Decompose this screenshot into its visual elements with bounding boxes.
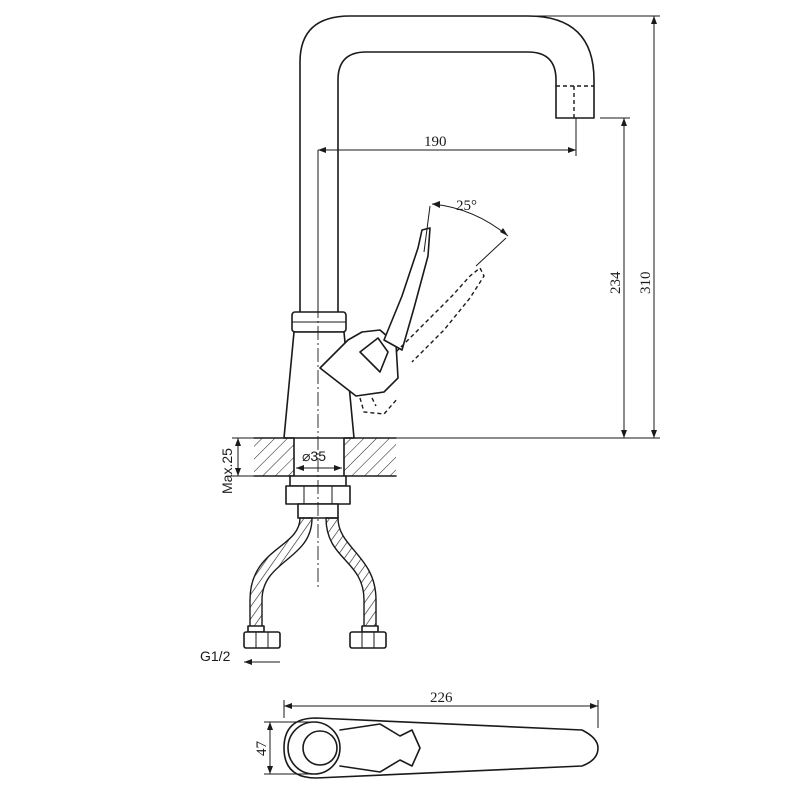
reach-label: 190	[424, 134, 447, 150]
angle-dimension: 25°	[423, 198, 509, 267]
reach-dimension: 190	[318, 118, 577, 156]
spout	[299, 15, 595, 313]
spout-height-label: 234	[608, 271, 624, 294]
max-counter-label: Max.25	[219, 448, 235, 494]
hole-diameter-label: ⌀35	[302, 448, 326, 464]
countertop-section: ⌀35 Max.25	[219, 437, 660, 494]
supply-hoses	[249, 517, 377, 631]
top-view: 226 47	[254, 690, 599, 779]
lever-handle	[319, 227, 431, 397]
angle-label: 25°	[456, 198, 477, 214]
lever-open-position	[359, 266, 485, 415]
thread-label: G1/2	[200, 648, 231, 664]
height-dimensions: 234 310	[530, 15, 660, 438]
total-height-label: 310	[638, 272, 654, 295]
top-width-label: 47	[254, 741, 270, 757]
hose-fittings: G1/2	[200, 625, 387, 665]
top-length-label: 226	[430, 690, 453, 706]
